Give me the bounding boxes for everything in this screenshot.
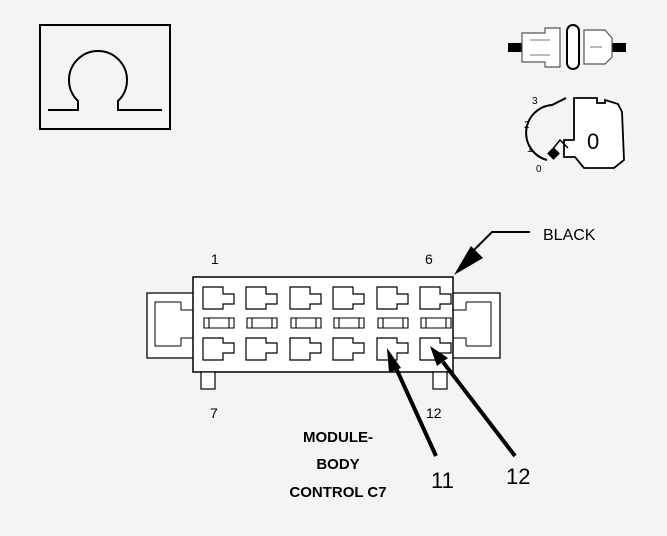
connector-name-line-1: MODULE- bbox=[303, 429, 373, 446]
callout-arrow-12 bbox=[430, 346, 517, 458]
ignition-position-3: 3 bbox=[532, 96, 538, 107]
ignition-key-icon: 3 2 1 0 0 bbox=[524, 96, 625, 175]
terminal-cavity-4 bbox=[332, 286, 365, 310]
terminal-cavity-12 bbox=[419, 337, 452, 361]
color-callout: BLACK bbox=[454, 227, 596, 275]
connector-body bbox=[146, 276, 501, 390]
terminal-cavity-10 bbox=[332, 337, 365, 361]
terminal-cavity-6 bbox=[419, 286, 452, 310]
pin-label-6: 6 bbox=[425, 251, 433, 267]
ignition-position-0: 0 bbox=[536, 164, 542, 175]
connector-icon bbox=[508, 24, 626, 70]
terminal-cavity-9 bbox=[289, 337, 322, 361]
callout-12: 12 bbox=[506, 464, 530, 489]
pin-label-1: 1 bbox=[211, 251, 219, 267]
terminal-cavity-11 bbox=[376, 337, 409, 361]
latch-slot-3 bbox=[290, 317, 322, 329]
terminal-cavity-8 bbox=[245, 337, 278, 361]
terminal-cavity-1 bbox=[202, 286, 235, 310]
terminal-cavity-7 bbox=[202, 337, 235, 361]
callout-arrow-11 bbox=[387, 348, 438, 457]
connector-name-line-2: BODY bbox=[316, 456, 359, 473]
callout-11: 11 bbox=[431, 468, 454, 493]
terminal-cavities bbox=[202, 286, 452, 361]
connector-color-label: BLACK bbox=[543, 227, 596, 244]
pin-label-12: 12 bbox=[426, 405, 442, 421]
latch-slot-1 bbox=[203, 317, 235, 329]
ignition-position-1: 1 bbox=[527, 144, 533, 155]
latch-slot-2 bbox=[246, 317, 278, 329]
latch-slot-5 bbox=[377, 317, 409, 329]
ignition-position-2: 2 bbox=[524, 120, 530, 131]
ohm-icon bbox=[39, 24, 171, 130]
connector-name-line-3: CONTROL C7 bbox=[289, 484, 386, 501]
terminal-cavity-2 bbox=[245, 286, 278, 310]
pin-label-7: 7 bbox=[210, 405, 218, 421]
latch-slot-6 bbox=[420, 317, 452, 329]
terminal-cavity-5 bbox=[376, 286, 409, 310]
latch-slot-4 bbox=[333, 317, 365, 329]
terminal-cavity-3 bbox=[289, 286, 322, 310]
ignition-key-label: 0 bbox=[587, 129, 599, 154]
